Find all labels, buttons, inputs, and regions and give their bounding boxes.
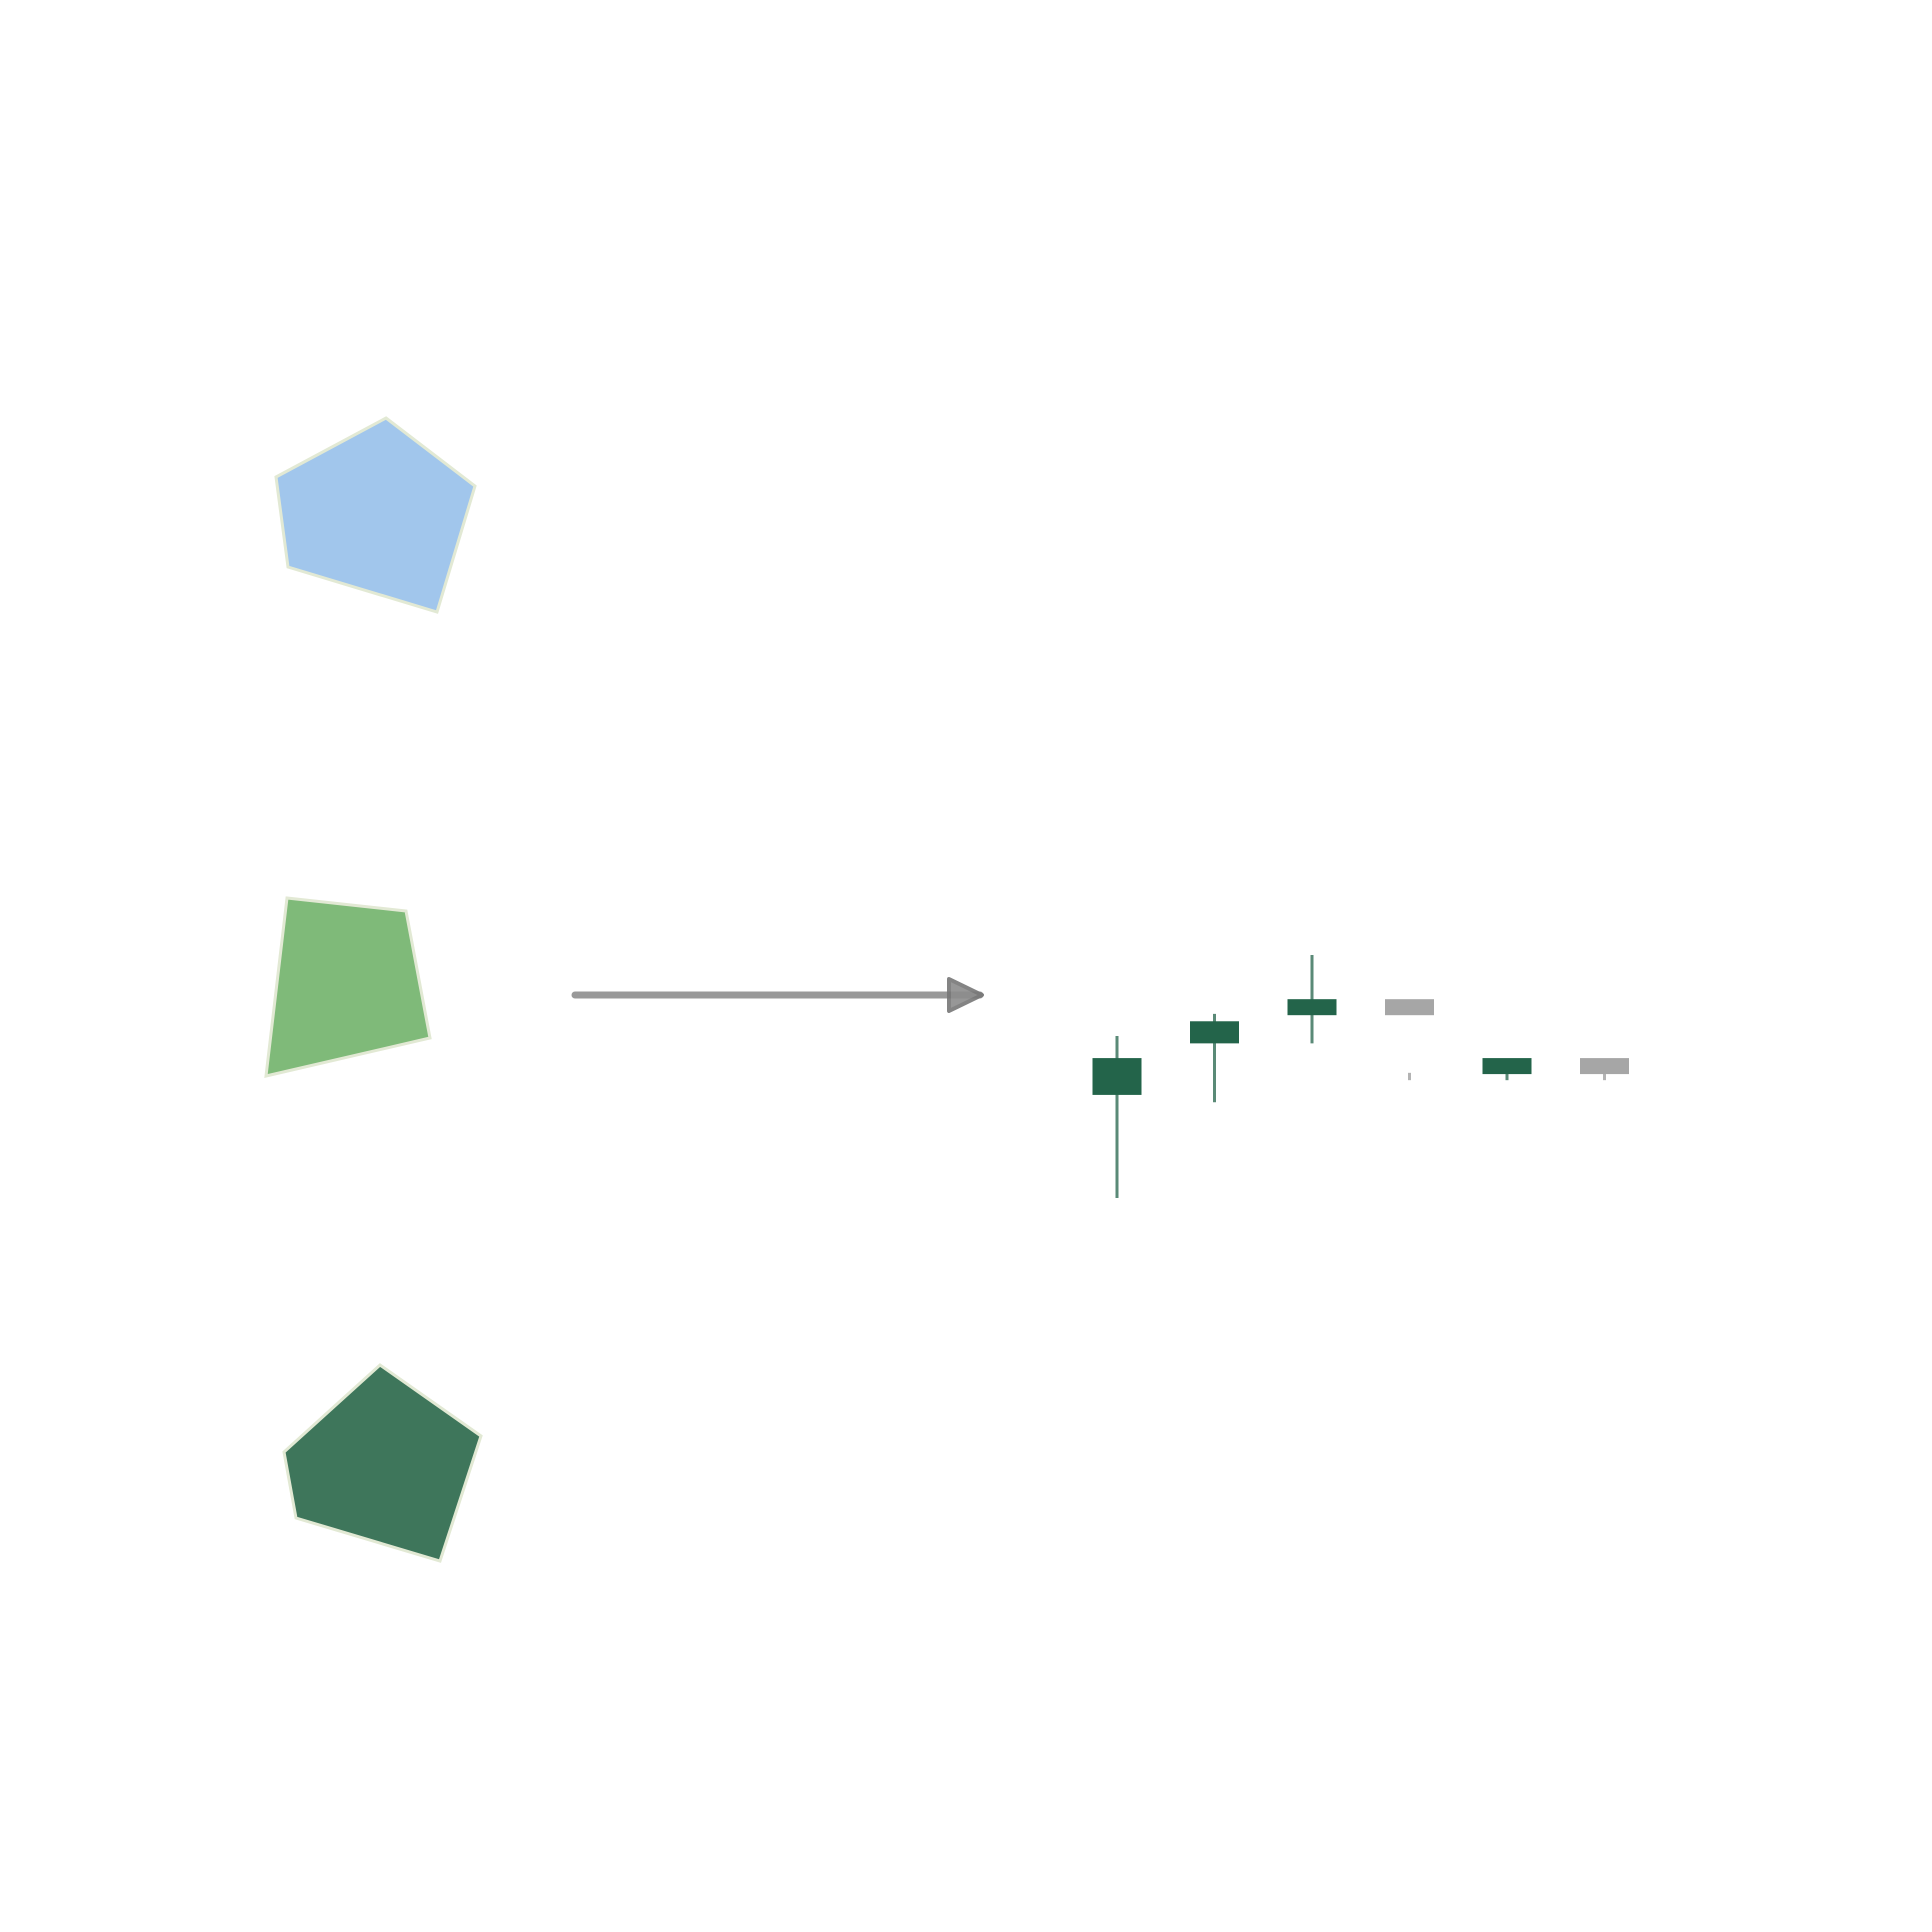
light-green-quadrilateral: [264, 896, 432, 1078]
candle-body: [1092, 1058, 1142, 1095]
candle-body: [1482, 1058, 1532, 1075]
candle-body: [1287, 999, 1337, 1016]
dark-green-pentagon: [282, 1363, 483, 1563]
candle-body: [1580, 1058, 1629, 1075]
connector-arrow: [571, 977, 984, 1013]
candlestick-chart: [1092, 955, 1629, 1198]
blue-pentagon: [274, 416, 477, 614]
candle-body: [1385, 999, 1434, 1016]
arrow-head-icon: [947, 977, 984, 1013]
candle-body: [1190, 1021, 1239, 1044]
